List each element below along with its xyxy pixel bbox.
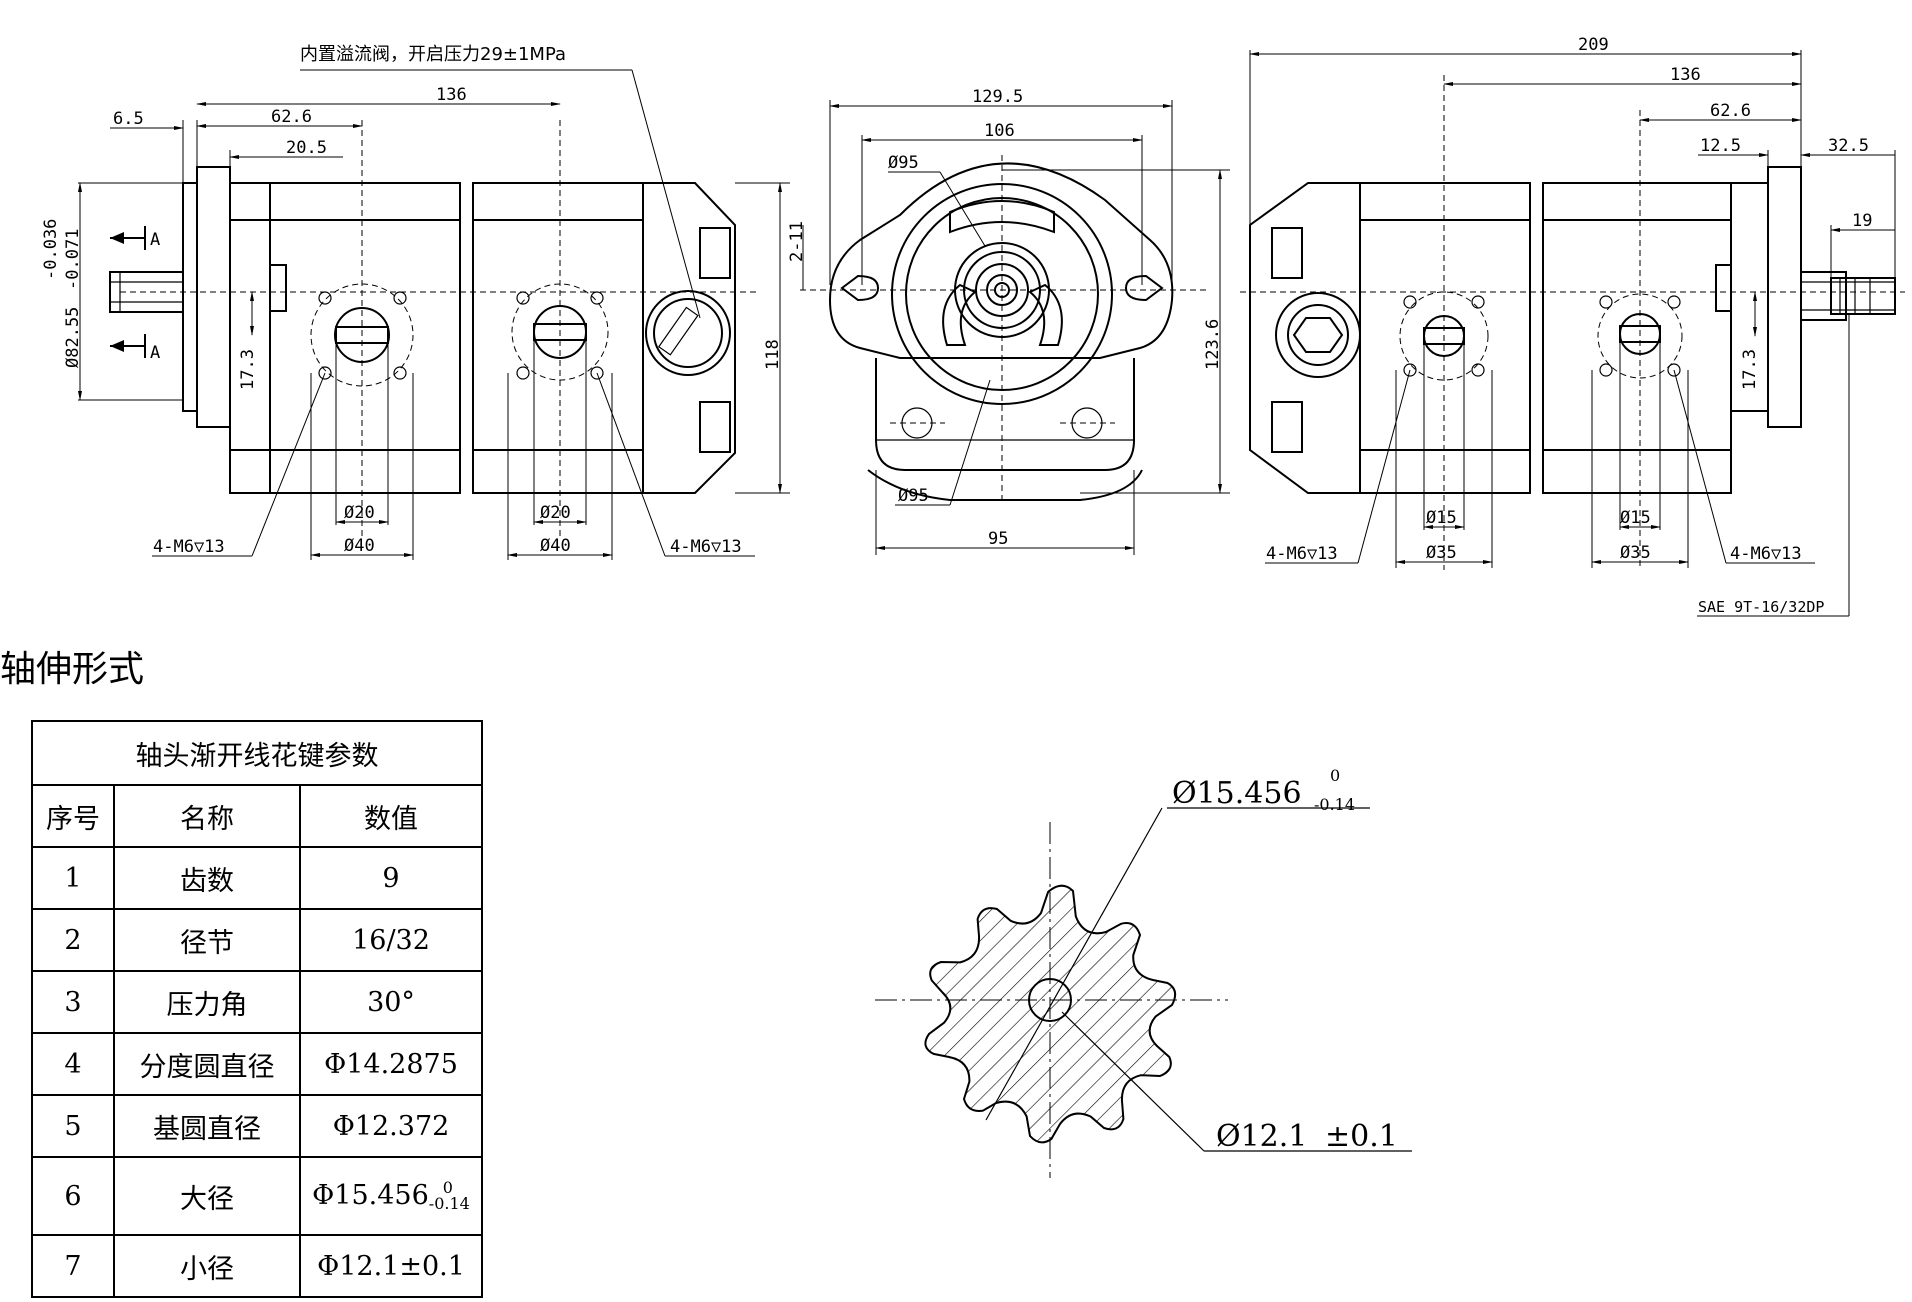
section-mark-a-bottom: A — [150, 343, 160, 363]
spline-minor-tol: ±0.1 — [1325, 1119, 1398, 1154]
dim-tol-1: -0.036 — [41, 219, 61, 280]
table-row: 7 小径 Φ12.1±0.1 — [31, 1234, 483, 1298]
row-name: 齿数 — [113, 846, 301, 910]
row-value: 30° — [299, 970, 483, 1034]
dim-129-5: 129.5 — [972, 87, 1023, 107]
spline-cross-section: Ø15.456 0 -0.14 Ø12.1 ±0.1 — [875, 766, 1412, 1178]
row-name: 压力角 — [113, 970, 301, 1034]
row-value-main: Φ15.456 — [312, 1179, 429, 1211]
tol-upper: 0 — [442, 1178, 453, 1198]
left-side-view: 136 62.6 20.5 6.5 -0.036 -0.071 Ø82.55 A… — [41, 44, 807, 560]
thread-note-a: 4-M6▽13 — [153, 537, 225, 557]
dim-12-5: 12.5 — [1700, 136, 1741, 156]
dim-phi95-top: Ø95 — [888, 153, 919, 173]
row-value-tolerance: 0-0.14 — [429, 1180, 470, 1212]
thread-note-r-a: 4-M6▽13 — [1266, 544, 1338, 564]
spline-note: SAE 9T-16/32DP — [1698, 598, 1824, 616]
dim-phi20-b: Ø20 — [540, 503, 571, 523]
dim-2-11: 2-11 — [787, 221, 807, 262]
dim-62-6-r: 62.6 — [1710, 101, 1751, 121]
header-name: 名称 — [113, 784, 301, 848]
row-no: 4 — [31, 1032, 115, 1096]
row-no: 6 — [31, 1156, 115, 1236]
row-no: 1 — [31, 846, 115, 910]
thread-note-r-b: 4-M6▽13 — [1730, 544, 1802, 564]
dim-209: 209 — [1578, 35, 1609, 55]
row-value: 9 — [299, 846, 483, 910]
dim-106: 106 — [984, 121, 1015, 141]
dim-phi40-a: Ø40 — [344, 536, 375, 556]
dim-tol-2: -0.071 — [63, 229, 83, 290]
table-row: 5 基圆直径 Φ12.372 — [31, 1094, 483, 1158]
section-title: 轴伸形式 — [0, 649, 145, 690]
dim-phi35-a: Ø35 — [1426, 543, 1457, 563]
row-no: 2 — [31, 908, 115, 972]
spline-parameter-table: 轴头渐开线花键参数 序号 名称 数值 1 齿数 9 2 径节 16/32 3 压… — [31, 720, 483, 1298]
table-row: 4 分度圆直径 Φ14.2875 — [31, 1032, 483, 1096]
row-no: 3 — [31, 970, 115, 1034]
table-row: 3 压力角 30° — [31, 970, 483, 1034]
dim-phi95-bottom: Ø95 — [898, 486, 929, 506]
spline-major-tol-upper: 0 — [1330, 766, 1340, 785]
dim-phi40-b: Ø40 — [540, 536, 571, 556]
spline-major-tol-lower: -0.14 — [1314, 795, 1355, 814]
row-name: 大径 — [113, 1156, 301, 1236]
table-caption: 轴头渐开线花键参数 — [31, 720, 483, 786]
row-no: 7 — [31, 1234, 115, 1298]
dim-shaft-dia: Ø82.55 — [63, 307, 83, 368]
dim-136-r: 136 — [1670, 65, 1701, 85]
dim-17-3-r: 17.3 — [1740, 349, 1760, 390]
dim-62-6: 62.6 — [271, 107, 312, 127]
table-row: 2 径节 16/32 — [31, 908, 483, 972]
dim-95: 95 — [988, 529, 1008, 549]
tol-lower: -0.14 — [428, 1194, 470, 1214]
row-name: 小径 — [113, 1234, 301, 1298]
dim-17-3: 17.3 — [238, 349, 258, 390]
row-value: Φ12.372 — [299, 1094, 483, 1158]
dim-118: 118 — [763, 339, 783, 370]
dim-136: 136 — [436, 85, 467, 105]
dim-20-5: 20.5 — [286, 138, 327, 158]
dim-phi35-b: Ø35 — [1620, 543, 1651, 563]
header-no: 序号 — [31, 784, 115, 848]
right-side-view: 209 136 62.6 12.5 32.5 19 17.3 Ø15 Ø35 Ø… — [1240, 35, 1905, 617]
spline-minor-dia: Ø12.1 — [1216, 1119, 1307, 1154]
front-view: 129.5 106 Ø95 Ø95 123.6 95 — [800, 87, 1230, 555]
header-value: 数值 — [299, 784, 483, 848]
dim-phi20-a: Ø20 — [344, 503, 375, 523]
section-mark-a-top: A — [150, 230, 160, 250]
row-name: 基圆直径 — [113, 1094, 301, 1158]
row-name: 径节 — [113, 908, 301, 972]
dim-32-5: 32.5 — [1828, 136, 1869, 156]
row-no: 5 — [31, 1094, 115, 1158]
row-value: Φ14.2875 — [299, 1032, 483, 1096]
row-value: 16/32 — [299, 908, 483, 972]
dim-phi15-a: Ø15 — [1426, 508, 1457, 528]
relief-valve-note: 内置溢流阀，开启压力29±1MPa — [300, 44, 566, 65]
row-name: 分度圆直径 — [113, 1032, 301, 1096]
spline-major-dia: Ø15.456 — [1172, 776, 1302, 811]
dim-19: 19 — [1852, 211, 1872, 231]
dim-phi15-b: Ø15 — [1620, 508, 1651, 528]
table-row: 1 齿数 9 — [31, 846, 483, 910]
thread-note-b: 4-M6▽13 — [670, 537, 742, 557]
dim-123-6: 123.6 — [1203, 319, 1223, 370]
dim-6-5: 6.5 — [113, 109, 144, 129]
row-value: Φ12.1±0.1 — [299, 1234, 483, 1298]
